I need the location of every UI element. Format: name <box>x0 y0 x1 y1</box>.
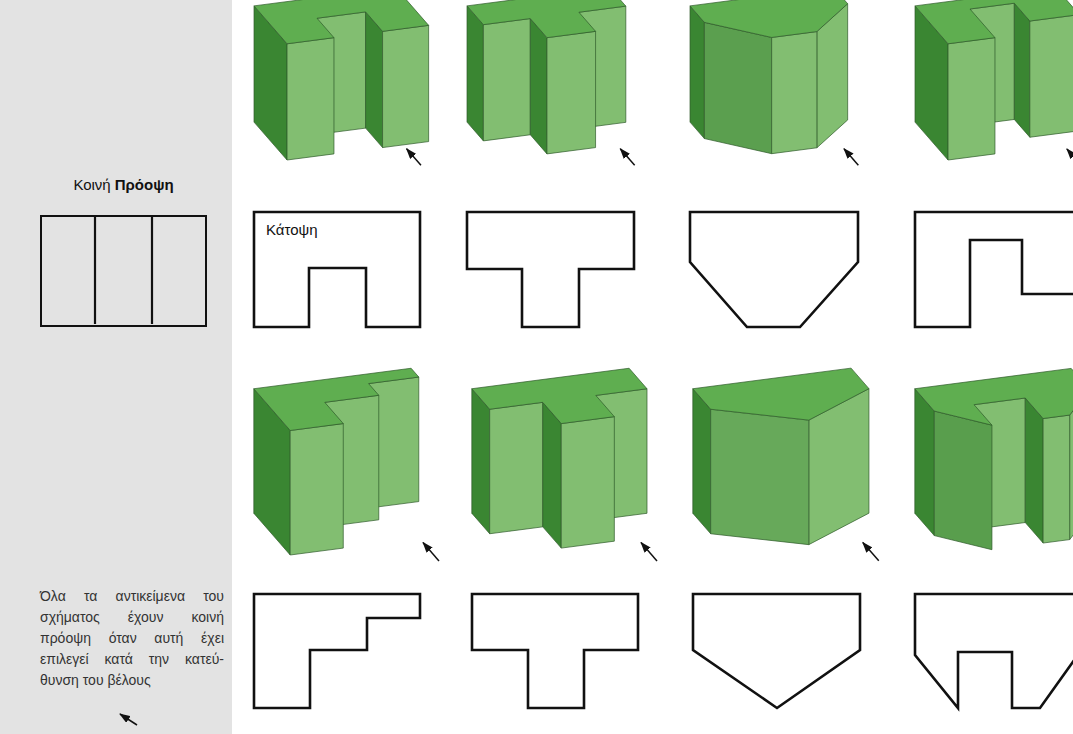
solid-top <box>915 0 1073 44</box>
solid-top <box>693 368 869 420</box>
solid-face <box>1043 415 1070 543</box>
view-arrow <box>620 149 634 165</box>
heading: ΚοινήΠρόοψη <box>40 175 207 195</box>
plan-outline <box>467 212 634 327</box>
solid-object <box>472 368 657 561</box>
solid-objects <box>254 0 1073 561</box>
view-label: Κάτοψη <box>266 221 318 238</box>
solid-object <box>915 0 1073 165</box>
plan-outline <box>472 594 638 708</box>
solid-face <box>467 6 483 141</box>
view-arrow <box>1067 149 1073 165</box>
heading-word: Κοινή <box>73 175 110 195</box>
solid-face <box>543 402 562 548</box>
front-view-lines <box>42 217 204 324</box>
plan-views <box>254 212 1073 708</box>
solid-top <box>254 0 429 44</box>
solid-object <box>254 0 429 165</box>
front-view-box <box>40 215 207 327</box>
solid-face <box>915 389 934 536</box>
solid-face <box>490 402 543 533</box>
solid-face <box>1014 3 1030 137</box>
solid-face <box>704 22 771 153</box>
plan-outline <box>915 594 1073 708</box>
solid-face <box>383 25 429 147</box>
view-arrow <box>641 543 657 561</box>
solid-face <box>366 12 383 148</box>
solid-object <box>467 0 635 165</box>
solid-object <box>690 0 858 165</box>
plan-outline <box>915 212 1073 327</box>
solid-object <box>254 368 439 561</box>
view-arrow <box>844 149 858 165</box>
solid-face <box>290 424 343 555</box>
solid-top <box>472 368 647 423</box>
solid-face <box>690 6 704 139</box>
division-line <box>151 217 153 324</box>
view-arrow <box>423 543 439 561</box>
solid-top <box>254 368 419 430</box>
solid-top <box>467 0 626 38</box>
solid-face <box>483 19 530 141</box>
division-line <box>94 217 96 324</box>
plan-outline-shape <box>254 212 420 327</box>
solid-face <box>948 38 995 160</box>
solid-face <box>1030 15 1073 138</box>
plan-outline <box>690 212 858 327</box>
solid-face <box>693 389 711 534</box>
solid-face <box>287 38 334 160</box>
solid-face <box>561 417 614 548</box>
solid-face <box>472 389 490 534</box>
solid-face <box>772 32 817 154</box>
solid-top <box>690 0 848 37</box>
front-view-group: ΚοινήΠρόοψη <box>40 175 207 327</box>
solid-face <box>530 19 547 154</box>
view-arrow <box>407 149 421 165</box>
plan-view: Κάτοψη <box>254 212 420 327</box>
solid-object <box>693 368 879 561</box>
solid-top <box>915 368 1073 425</box>
view-arrow <box>863 543 879 561</box>
solid-face <box>934 411 992 550</box>
solid-face <box>711 409 809 544</box>
note-text: Όλα τα αντικείμενα του σχήματος έχουν κο… <box>40 586 224 691</box>
view-arrow <box>120 714 137 725</box>
solid-face <box>547 31 596 154</box>
solid-face <box>1025 398 1043 543</box>
heading-bold-word: Πρόοψη <box>115 175 174 195</box>
plan-outline <box>693 594 860 708</box>
side-panel <box>0 0 232 734</box>
plan-outline <box>254 594 420 708</box>
solid-object <box>915 368 1073 561</box>
